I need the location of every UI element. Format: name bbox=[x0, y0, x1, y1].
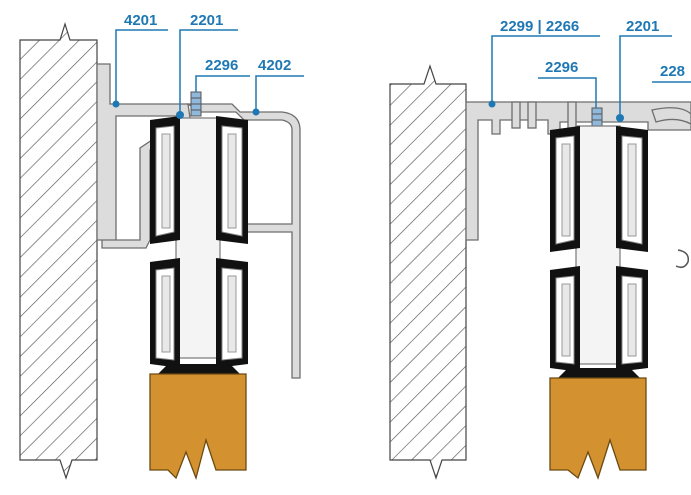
leader-lines bbox=[491, 35, 691, 114]
left-detail: 4201 2201 2296 4202 bbox=[19, 12, 304, 480]
label-part-2299-2266: 2299 | 2266 bbox=[500, 18, 579, 35]
label-part-4202: 4202 bbox=[258, 57, 291, 74]
label-part-4201: 4201 bbox=[124, 12, 157, 29]
label-part-228: 228 bbox=[660, 63, 685, 80]
roller-carriage bbox=[550, 114, 648, 378]
label-part-2296: 2296 bbox=[545, 59, 578, 76]
wall-hatched bbox=[389, 64, 467, 480]
wooden-door bbox=[549, 377, 647, 480]
label-part-2201: 2201 bbox=[626, 18, 659, 35]
leader-lines bbox=[115, 29, 304, 112]
label-part-2296: 2296 bbox=[205, 57, 238, 74]
track-profile bbox=[96, 63, 191, 249]
wooden-door bbox=[149, 373, 247, 480]
roller-carriage bbox=[150, 111, 248, 374]
hook-mark bbox=[675, 249, 690, 269]
right-detail: 2299 | 2266 2201 2296 228 bbox=[389, 18, 691, 480]
wall-hatched bbox=[19, 21, 98, 480]
label-part-2201: 2201 bbox=[190, 12, 223, 29]
